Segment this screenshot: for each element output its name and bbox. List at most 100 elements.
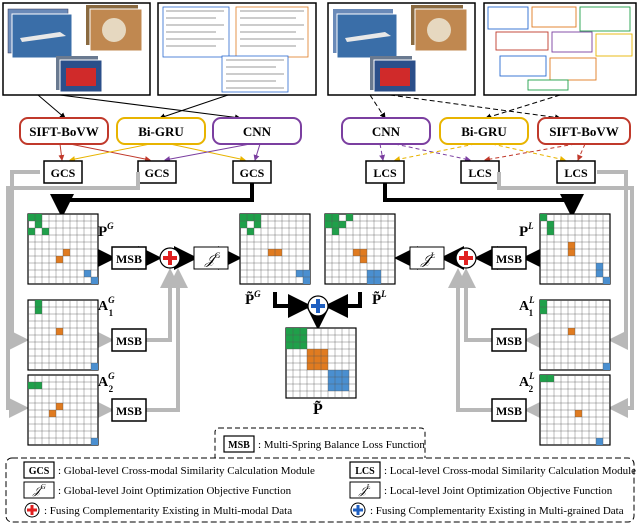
pl-label: P — [519, 224, 528, 240]
legend-jl-sup: L — [366, 483, 371, 491]
matrix-pl-tilde-cell — [353, 249, 360, 256]
matrix-pl-tilde-cell — [346, 214, 353, 221]
matrix-a1g — [27, 299, 99, 371]
pl-tilde-label: P̃ — [372, 291, 381, 308]
svg-text:AG1: AG1 — [98, 295, 115, 318]
sift-bovw-box-global — [19, 117, 109, 145]
a1g-label: A — [98, 299, 109, 314]
text-box — [549, 57, 597, 81]
cnn-box-global — [212, 117, 302, 145]
local-colored-arrows — [379, 143, 586, 163]
msb-label-a2l: MSB — [496, 404, 522, 418]
matrix-pl-tilde-cell — [325, 214, 332, 221]
a2l-sub: 2 — [529, 384, 534, 394]
gcs-label-2: GCS — [145, 166, 170, 180]
svg-text:AG2: AG2 — [98, 371, 115, 394]
legend-lcs-desc: : Local-level Cross-modal Similarity Cal… — [384, 465, 636, 477]
legend: MSB : Multi-Spring Balance Loss Function… — [5, 427, 636, 523]
bus-icon-local — [380, 68, 410, 86]
cnn-box-local — [341, 117, 431, 145]
matrix-a2l-cell — [596, 438, 603, 445]
legend-msb-desc: : Multi-Spring Balance Loss Function — [258, 439, 425, 451]
matrix-p-tilde — [285, 327, 357, 399]
a2l-label: A — [519, 375, 530, 390]
blue-plus-icon — [307, 295, 329, 317]
a2g-label: A — [98, 375, 109, 390]
legend-red-plus-icon — [24, 502, 40, 518]
matrix-pg-tilde-cell — [240, 214, 247, 221]
matrix-pl-tilde-cell — [360, 256, 367, 263]
matrix-pl-tilde-cell — [332, 214, 339, 221]
matrix-pg-tilde-cell — [254, 214, 261, 221]
legend-gcs-key: GCS — [29, 466, 50, 477]
global-panel-connectors — [37, 94, 241, 121]
matrix-pg-cell — [42, 228, 49, 235]
pg-tilde-label: P̃ — [245, 291, 254, 308]
msb-label-pl: MSB — [496, 252, 522, 266]
a1l-sup: L — [528, 295, 535, 305]
matrix-pl-tilde-cell — [339, 221, 346, 228]
gcs-label-3: GCS — [240, 166, 265, 180]
msb-label-pg: MSB — [116, 252, 142, 266]
matrix-p-tilde-cell — [307, 349, 328, 370]
matrix-a1l — [539, 299, 611, 371]
bigru-box-global — [116, 117, 206, 145]
matrix-pl-tilde-cell — [332, 228, 339, 235]
lcs-modules: LCS LCS LCS — [365, 160, 596, 184]
matrix-pl-cell — [547, 228, 554, 235]
matrix-pg-cell — [35, 214, 42, 221]
matrix-a2g-cell — [28, 382, 35, 389]
bus-icon — [66, 68, 96, 86]
matrix-a2g-cell — [91, 438, 98, 445]
lcs-label-3: LCS — [564, 166, 588, 180]
matrix-pg-tilde-cell — [275, 249, 282, 256]
msb-label-a2g: MSB — [116, 404, 142, 418]
matrix-pl-cell — [596, 270, 603, 277]
matrix-a1g-cell — [35, 300, 42, 307]
auxiliary-gray-arrows — [6, 170, 634, 420]
sift-bovw-label-local: SIFT-BoVW — [549, 124, 619, 139]
matrix-pg-tilde-cell — [303, 277, 310, 284]
legend-fuse-grain-desc: : Fusing Complementarity Existing in Mul… — [370, 505, 624, 517]
text-box — [495, 31, 549, 51]
matrix-pg-cell — [35, 221, 42, 228]
matrix-pg-tilde-cell — [247, 214, 254, 221]
matrix-pg-cell — [63, 249, 70, 256]
matrix-pg-tilde-cell — [303, 270, 310, 277]
legend-fuse-modal-desc: : Fusing Complementarity Existing in Mul… — [44, 505, 292, 517]
matrix-a1l-cell — [540, 300, 547, 307]
matrix-pl — [539, 213, 611, 285]
global-colored-arrows — [58, 143, 261, 163]
global-image-panel — [2, 2, 151, 96]
matrix-a1g-cell — [35, 307, 42, 314]
matrix-a1g-cell — [56, 328, 63, 335]
p-tilde-label: P̃ — [313, 399, 323, 419]
a2l-sup: L — [528, 371, 535, 381]
msb-label-a1l: MSB — [496, 334, 522, 348]
a1l-sub: 1 — [529, 308, 534, 318]
matrix-a2l — [539, 374, 611, 446]
gcs-label-1: GCS — [51, 166, 76, 180]
msb-label-a1g: MSB — [116, 334, 142, 348]
legend-gcs-desc: : Global-level Cross-modal Similarity Ca… — [58, 465, 315, 477]
pl-sup: L — [527, 221, 534, 231]
local-extractors: CNN Bi-GRU SIFT-BoVW — [341, 117, 631, 145]
svg-text:PL: PL — [519, 221, 534, 240]
cnn-label-global: CNN — [243, 124, 272, 139]
a1g-sub: 1 — [109, 308, 114, 318]
airplane-icon — [20, 32, 66, 42]
cnn-label-local: CNN — [372, 124, 401, 139]
matrix-pg-cell — [28, 214, 35, 221]
text-box — [531, 6, 577, 28]
legend-msb-key: MSB — [228, 440, 250, 451]
svg-text:AL1: AL1 — [519, 295, 535, 318]
matrix-pl-tilde-cell — [374, 277, 381, 284]
svg-text:P̃G: P̃G — [245, 289, 261, 308]
red-plus-icon-global — [159, 247, 181, 269]
bigru-box-local — [439, 117, 529, 145]
text-box — [527, 79, 569, 91]
legend-blue-plus-icon — [350, 502, 366, 518]
matrix-pg-tilde-cell — [268, 249, 275, 256]
